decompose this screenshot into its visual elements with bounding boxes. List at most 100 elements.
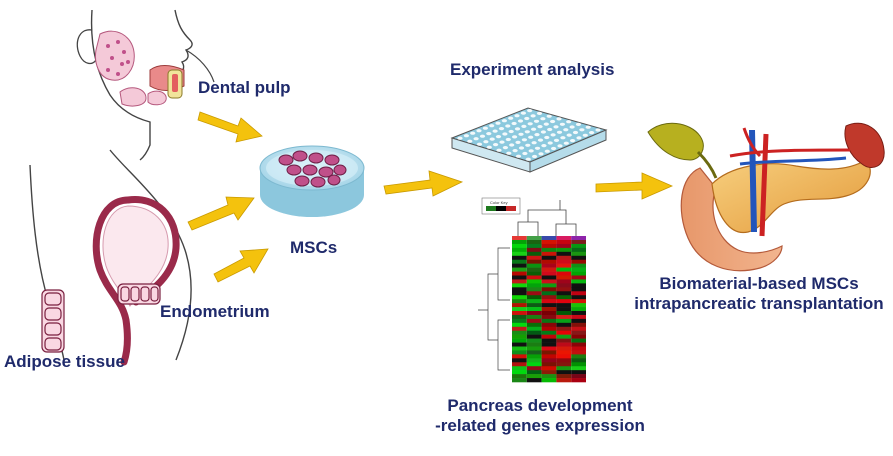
heatmap-cell <box>556 318 572 324</box>
heatmap-cell <box>571 279 586 284</box>
heatmap-cell <box>541 346 557 351</box>
heatmap-cell <box>556 366 572 371</box>
heatmap-cell <box>526 291 542 296</box>
heatmap-cell <box>526 370 542 375</box>
heatmap-cell <box>512 322 527 328</box>
plate-well <box>509 143 515 147</box>
plate-well <box>489 124 495 128</box>
plate-well <box>532 154 538 159</box>
plate-well <box>511 135 518 139</box>
heatmap-cell <box>556 251 572 257</box>
heatmap-cell <box>526 378 542 383</box>
plate-well <box>498 127 505 131</box>
heatmap-cell <box>512 358 527 363</box>
heatmap-cell <box>571 307 586 312</box>
heatmap-cell <box>541 267 557 272</box>
heatmap-cell <box>571 334 586 339</box>
plate-well <box>517 119 524 123</box>
plate-well <box>514 114 520 118</box>
heatmap-cell <box>526 295 542 300</box>
heatmap-cell <box>526 283 542 288</box>
heatmap-cell <box>541 275 557 280</box>
heatmap-cell <box>512 255 527 261</box>
heatmap-cell <box>512 311 527 316</box>
plate-well <box>530 114 536 118</box>
heatmap-cell <box>556 350 572 355</box>
flow-arrows <box>187 111 674 283</box>
plate-well <box>534 146 541 150</box>
plate-well <box>546 114 552 118</box>
heatmap-cell <box>541 263 557 268</box>
heatmap-cell <box>556 299 572 304</box>
label-genes-line-2: -related genes expression <box>435 416 645 435</box>
heatmap-cell <box>541 259 557 264</box>
heatmap-cell <box>571 374 586 379</box>
plate-well <box>557 144 563 148</box>
heatmap-cell <box>571 311 586 316</box>
heatmap-cell <box>571 322 586 328</box>
heatmap-cell <box>526 251 542 257</box>
heatmap-cell <box>512 251 527 257</box>
plate-well <box>501 119 507 123</box>
multiwell-plate <box>450 107 608 173</box>
plate-well <box>525 143 531 147</box>
heatmap-cell <box>571 255 586 261</box>
heatmap-cell <box>571 267 586 272</box>
heatmap-column-bar <box>541 236 557 240</box>
female-body-illustration <box>29 149 192 366</box>
heatmap-cell <box>556 263 572 268</box>
heatmap-cell <box>556 378 572 383</box>
plate-well <box>582 133 588 137</box>
plate-well <box>569 125 575 129</box>
plate-well <box>566 120 572 124</box>
arrow-endometrium-to-msc <box>187 196 255 231</box>
plate-well <box>476 142 483 146</box>
plate-well <box>506 151 512 155</box>
petri-dish <box>259 145 365 217</box>
heatmap-cell <box>541 247 557 253</box>
heatmap-cell <box>541 251 557 257</box>
heatmap-cell <box>526 307 542 312</box>
heatmap-cell <box>556 303 572 308</box>
heatmap-cell <box>526 362 542 367</box>
heatmap-cell <box>526 334 542 339</box>
plate-well <box>563 141 569 145</box>
label-dental-pulp: Dental pulp <box>198 78 291 97</box>
heatmap-cell <box>571 358 586 363</box>
heatmap-cell <box>512 346 527 351</box>
endometrium-cells <box>117 283 161 305</box>
heatmap-cell <box>512 243 527 249</box>
heatmap-cell <box>512 267 527 272</box>
heatmap-column-bar <box>556 236 572 240</box>
heatmap-cell <box>556 307 572 312</box>
heatmap-cell <box>541 342 557 347</box>
plate-well <box>483 140 489 144</box>
plate-well <box>495 121 501 125</box>
heatmap-cell <box>571 240 586 245</box>
heatmap-column-bar <box>526 236 542 240</box>
heatmap-cell <box>541 358 557 363</box>
heatmap-cell <box>571 318 586 324</box>
heatmap-cell <box>556 358 572 363</box>
heatmap-cell <box>512 354 527 359</box>
heatmap-cell <box>526 322 542 328</box>
heatmap-cell <box>512 330 527 335</box>
plate-well <box>502 132 508 136</box>
plate-well <box>496 148 502 152</box>
plate-well <box>467 139 473 143</box>
heatmap-cell <box>556 287 572 292</box>
heatmap-cell <box>556 267 572 272</box>
plate-well <box>470 131 476 135</box>
heatmap-cell <box>571 354 586 359</box>
heatmap-cell <box>526 354 542 359</box>
heatmap-cell <box>571 299 586 304</box>
plate-well <box>514 127 521 131</box>
heatmap-cell <box>541 283 557 288</box>
heatmap-cell <box>541 287 557 292</box>
plate-well <box>559 122 566 126</box>
label-genes-expression: Pancreas development -related genes expr… <box>420 396 660 436</box>
plate-well <box>518 146 525 150</box>
heatmap-cell <box>571 326 586 332</box>
heatmap-cell <box>541 271 557 276</box>
plate-well <box>579 128 585 132</box>
